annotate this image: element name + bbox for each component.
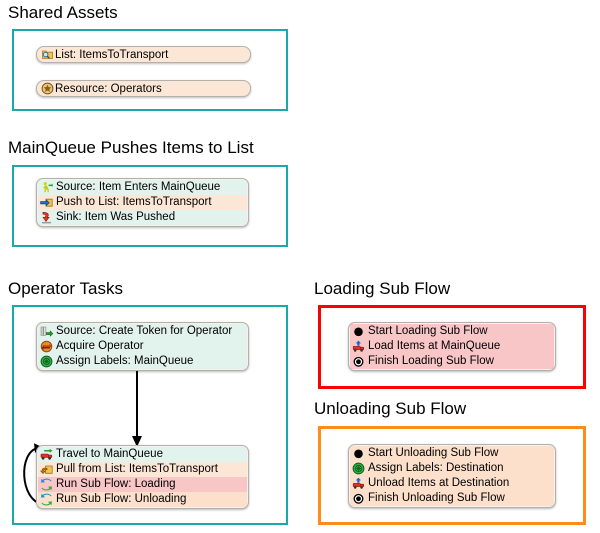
page-title-shared-assets: Shared Assets [8, 3, 118, 22]
load-items-icon [352, 340, 365, 353]
source-token-icon [40, 325, 53, 338]
node-label: Finish Loading Sub Flow [368, 355, 494, 367]
page-title-unloading-sub-flow: Unloading Sub Flow [314, 399, 467, 418]
node-row-assign-labels-mainqueue[interactable]: Assign Labels: MainQueue [38, 354, 247, 369]
node-row-unload-items[interactable]: Unload Items at Destination [350, 476, 554, 491]
node-label: Unload Items at Destination [368, 477, 510, 489]
node-row-start-unloading[interactable]: Start Unloading Sub Flow [350, 446, 554, 461]
connector-arrow-down [132, 371, 142, 447]
group-shared-assets [12, 29, 288, 111]
travel-icon [40, 448, 53, 461]
node-row-start-loading[interactable]: Start Loading Sub Flow [350, 324, 554, 339]
source-runner-icon [40, 181, 53, 194]
pull-from-list-icon [40, 463, 53, 476]
node-label: Start Loading Sub Flow [368, 325, 488, 337]
node-label: Sink: Item Was Pushed [56, 211, 176, 223]
node-row-source-item-enters-mainqueue[interactable]: Source: Item Enters MainQueue [38, 180, 247, 195]
node-row-load-items[interactable]: Load Items at MainQueue [350, 339, 554, 354]
block-operator-tasks-1[interactable]: Source: Create Token for Operator Acquir… [36, 322, 249, 371]
push-to-list-icon [40, 196, 53, 209]
load-items-icon [352, 477, 365, 490]
run-sub-flow-icon [40, 493, 53, 506]
page-title-mainqueue-pushes: MainQueue Pushes Items to List [8, 138, 254, 157]
node-row-source-create-token[interactable]: Source: Create Token for Operator [38, 324, 247, 339]
node-row-sink-item-was-pushed[interactable]: Sink: Item Was Pushed [38, 210, 247, 225]
resource-icon [41, 82, 54, 95]
page-title-loading-sub-flow: Loading Sub Flow [314, 279, 451, 298]
assign-labels-icon [352, 462, 365, 475]
node-row-assign-labels-destination[interactable]: Assign Labels: Destination [350, 461, 554, 476]
node-label: Run Sub Flow: Unloading [56, 493, 187, 505]
node-resource-operators[interactable]: Resource: Operators [36, 80, 251, 97]
finish-icon [352, 355, 365, 368]
node-row-finish-unloading[interactable]: Finish Unloading Sub Flow [350, 491, 554, 506]
node-label: Assign Labels: MainQueue [56, 355, 194, 367]
start-icon [352, 447, 365, 460]
node-row-pull-from-list[interactable]: Pull from List: ItemsToTransport [38, 462, 247, 477]
acquire-icon [40, 340, 53, 353]
node-label: Travel to MainQueue [56, 448, 163, 460]
node-label: Assign Labels: Destination [368, 462, 504, 474]
node-label: Finish Unloading Sub Flow [368, 492, 505, 504]
block-operator-tasks-2[interactable]: Travel to MainQueue Pull from List: Item… [36, 445, 249, 509]
node-label: List: ItemsToTransport [55, 48, 169, 61]
node-label: Pull from List: ItemsToTransport [56, 463, 218, 475]
node-row-push-to-list[interactable]: Push to List: ItemsToTransport [38, 195, 247, 210]
block-loading-sub-flow[interactable]: Start Loading Sub Flow Load Items at Mai… [348, 322, 556, 371]
list-icon [41, 48, 54, 61]
finish-icon [352, 492, 365, 505]
run-sub-flow-icon [40, 478, 53, 491]
node-row-run-sub-flow-unloading[interactable]: Run Sub Flow: Unloading [38, 492, 247, 507]
node-row-finish-loading[interactable]: Finish Loading Sub Flow [350, 354, 554, 369]
start-icon [352, 325, 365, 338]
node-row-run-sub-flow-loading[interactable]: Run Sub Flow: Loading [38, 477, 247, 492]
node-label: Source: Item Enters MainQueue [56, 181, 221, 193]
node-label: Load Items at MainQueue [368, 340, 501, 352]
page-title-operator-tasks: Operator Tasks [8, 279, 123, 298]
node-label: Start Unloading Sub Flow [368, 447, 499, 459]
block-mainqueue-pushes[interactable]: Source: Item Enters MainQueue Push to Li… [36, 178, 249, 227]
node-row-acquire-operator[interactable]: Acquire Operator [38, 339, 247, 354]
node-list-itemstotransport[interactable]: List: ItemsToTransport [36, 46, 251, 63]
node-label: Resource: Operators [55, 82, 162, 95]
node-label: Push to List: ItemsToTransport [56, 196, 212, 208]
node-label: Source: Create Token for Operator [56, 325, 233, 337]
block-unloading-sub-flow[interactable]: Start Unloading Sub Flow Assign Labels: … [348, 444, 556, 508]
node-label: Run Sub Flow: Loading [56, 478, 176, 490]
node-row-travel-to-mainqueue[interactable]: Travel to MainQueue [38, 447, 247, 462]
node-label: Acquire Operator [56, 340, 144, 352]
assign-labels-icon [40, 355, 53, 368]
sink-icon [40, 211, 53, 224]
